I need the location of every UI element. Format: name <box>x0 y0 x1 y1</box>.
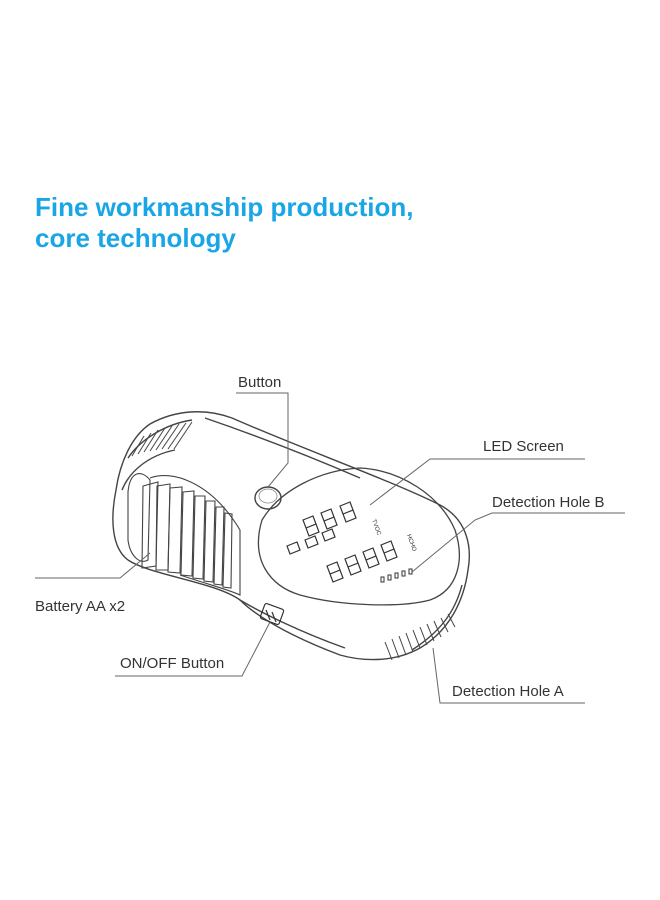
top-vent-ribs <box>131 421 193 457</box>
callout-battery: Battery AA x2 <box>35 598 126 615</box>
screen-label-lower: HCHO <box>405 534 417 553</box>
leader-battery <box>35 552 151 579</box>
headline: Fine workmanship production, core techno… <box>35 192 413 254</box>
leader-button <box>236 392 289 488</box>
device-body <box>112 411 471 661</box>
detection-hole-b <box>380 568 413 583</box>
callout-detection-hole-a: Detection Hole A <box>452 683 564 700</box>
leader-detection-hole-a <box>432 647 585 704</box>
led-digit-row-lower <box>326 540 398 583</box>
led-digit-row-middle <box>286 528 336 555</box>
on-off-switch[interactable] <box>259 603 285 625</box>
callout-detection-hole-b: Detection Hole B <box>492 494 605 511</box>
battery-grip-ribs <box>127 473 241 596</box>
led-digits <box>286 501 398 583</box>
headline-line-2: core technology <box>35 223 236 253</box>
detection-hole-a <box>384 613 456 661</box>
callout-led-screen: LED Screen <box>483 438 564 455</box>
control-panel <box>257 467 460 606</box>
callout-on-off-button: ON/OFF Button <box>120 655 225 672</box>
leader-lines <box>35 392 625 704</box>
callout-button: Button <box>238 374 282 391</box>
leader-led-screen <box>369 458 585 506</box>
screen-label-upper: TVOC <box>370 519 382 537</box>
leader-detection-hole-b <box>411 512 625 573</box>
round-button[interactable] <box>254 486 282 510</box>
led-digit-row-upper <box>302 501 357 537</box>
leader-on-off <box>115 621 271 677</box>
headline-line-1: Fine workmanship production, <box>35 192 414 222</box>
